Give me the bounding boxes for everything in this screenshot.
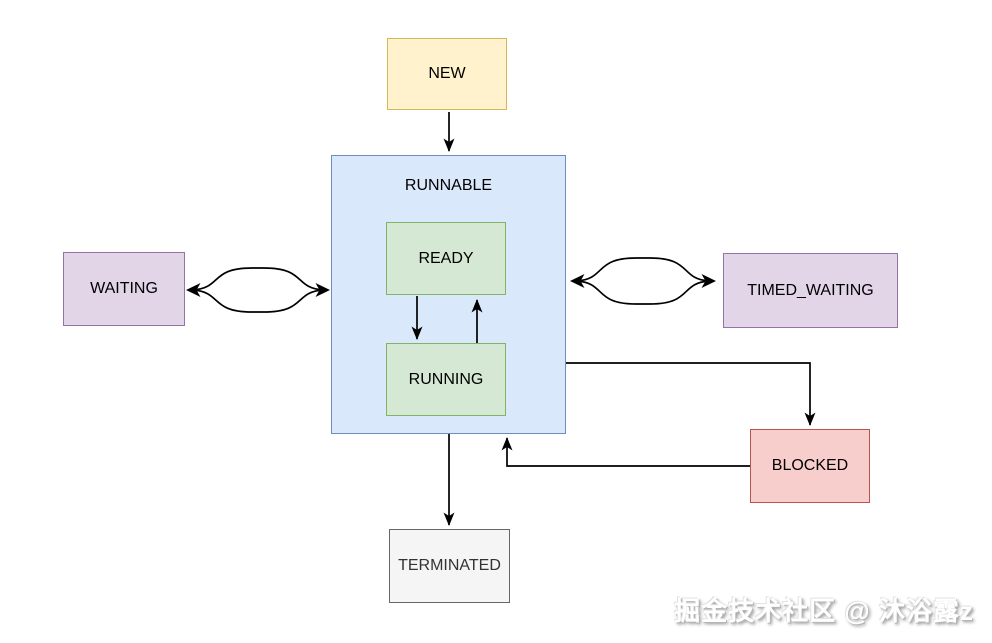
arrowhead-into-runnable-right: [570, 274, 585, 288]
arrowhead-into-timed-waiting: [701, 274, 716, 288]
arrowhead-into-waiting: [186, 283, 201, 297]
state-box-new: NEW: [387, 38, 507, 110]
state-label-runnable: RUNNABLE: [404, 177, 493, 194]
state-label-timed-waiting: TIMED_WAITING: [747, 281, 874, 299]
state-box-waiting: WAITING: [63, 252, 185, 326]
lens-top-curve: [576, 257, 710, 282]
edge-blocked-to-runnable-arrow: [501, 437, 750, 467]
arrowhead-into-runnable-left: [315, 283, 330, 297]
state-label-blocked: BLOCKED: [771, 457, 849, 474]
state-label-new: NEW: [428, 65, 466, 82]
watermark-text: 掘金技术社区 @ 沐浴露z: [674, 596, 974, 626]
lens-bottom-curve: [576, 280, 710, 305]
state-box-ready: READY: [386, 222, 506, 295]
state-label-ready: READY: [418, 249, 474, 267]
edge-runnable-timed-waiting-bidirectional: [570, 257, 716, 305]
edge-runnable-to-blocked-arrow: [566, 362, 816, 426]
lens-bottom-curve: [192, 289, 324, 313]
state-label-terminated: TERMINATED: [398, 557, 501, 574]
state-box-blocked: BLOCKED: [750, 429, 870, 503]
state-label-waiting: WAITING: [90, 280, 158, 297]
edge-waiting-runnable-bidirectional: [186, 267, 330, 313]
state-box-running: RUNNING: [386, 343, 506, 416]
state-label-running: RUNNING: [408, 370, 484, 388]
state-box-terminated: TERMINATED: [389, 529, 510, 603]
state-box-timed-waiting: TIMED_WAITING: [723, 253, 898, 328]
lens-top-curve: [192, 267, 324, 291]
